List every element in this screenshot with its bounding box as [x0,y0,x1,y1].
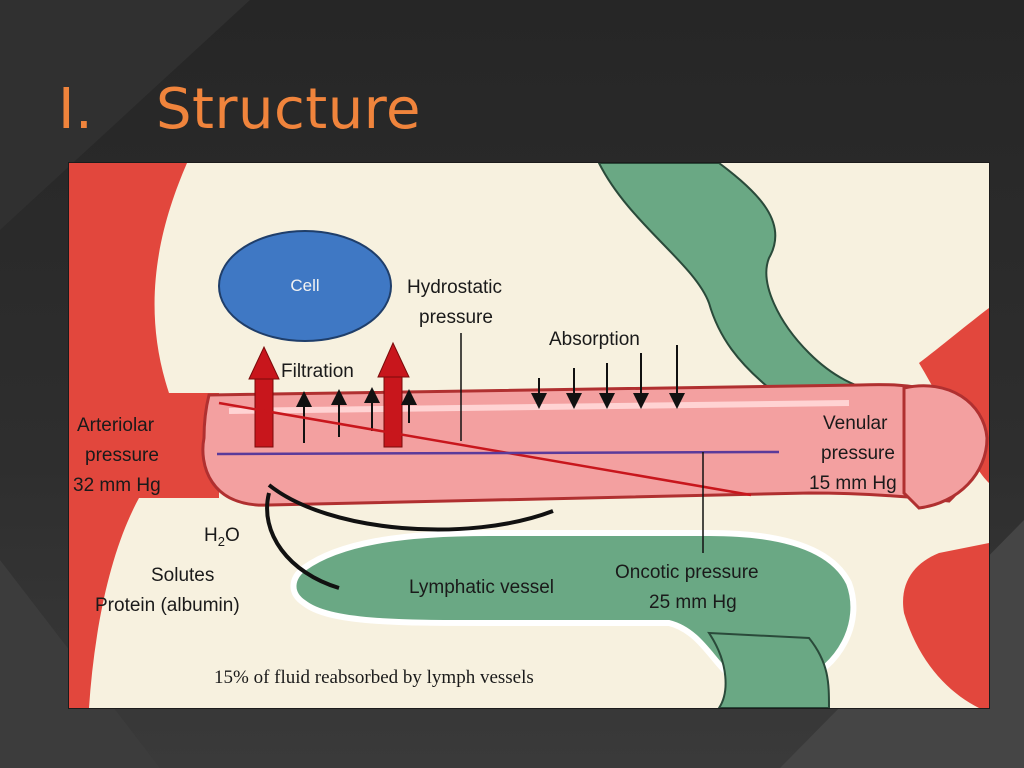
filtration-arrow-right [377,341,410,448]
hydrostatic-label-line1: Hydrostatic [407,277,502,298]
capillary-diagram: Cell Hydrostatic pressure [69,163,989,708]
slide-title: I. Structure [58,70,421,150]
arteriole-tissue [69,393,219,498]
arteriolar-pressure-line2: pressure [85,445,159,466]
right-lower-tissue [903,543,989,708]
lymphatic-outflow [707,631,831,708]
absorption-label: Absorption [549,329,640,350]
slide-number: I. [58,77,94,142]
h2o-label: H2O [204,525,240,549]
hydrostatic-pressure-line [218,401,752,497]
fluid-flow-curve-upper [267,483,554,532]
lymphatic-vessel-label: Lymphatic vessel [409,577,554,598]
cell [218,230,392,342]
arteriolar-pressure-value: 32 mm Hg [73,475,161,496]
left-lower-tissue [69,498,139,708]
upper-lymphatic-vessel [597,163,870,389]
protein-label: Protein (albumin) [95,595,240,616]
figure-caption: 15% of fluid reabsorbed by lymph vessels [214,667,534,688]
venular-pressure-line2: pressure [821,443,895,464]
oncotic-pressure-line [216,450,780,456]
filtration-label: Filtration [281,361,354,382]
capillary-diagram-svg: Cell Hydrostatic pressure [69,163,989,708]
venular-pressure-value: 15 mm Hg [809,473,897,494]
cell-label: Cell [290,276,319,295]
solutes-label: Solutes [151,565,214,586]
fluid-flow-curve-lower [265,492,340,590]
oncotic-pressure-label: Oncotic pressure [615,562,759,583]
venular-pressure-line1: Venular [823,413,888,434]
hydrostatic-label-line2: pressure [419,307,493,328]
arteriolar-pressure-line1: Arteriolar [77,415,155,436]
slide-title-text: Structure [156,77,422,142]
venule [902,384,989,510]
background-shade-top-left [0,0,250,230]
oncotic-pressure-value: 25 mm Hg [649,592,737,613]
left-upper-tissue [69,163,187,393]
